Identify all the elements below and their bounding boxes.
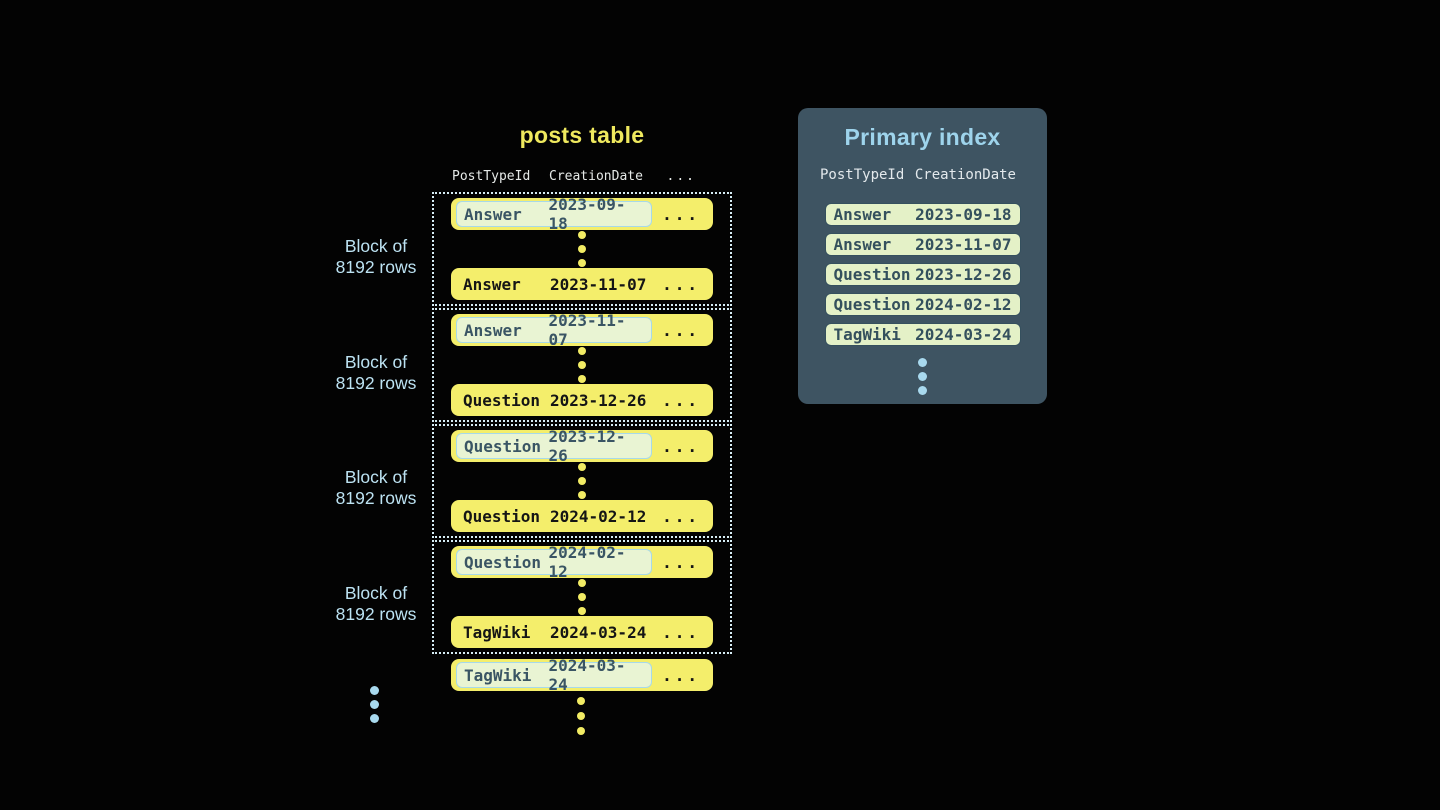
primary-index-panel: Primary index PostTypeId CreationDate An… [798,108,1047,404]
cell-creationdate: 2023-12-26 [915,265,1012,284]
cell-creationdate: 2024-02-12 [915,295,1012,314]
cell-posttypeid: Answer [463,274,521,294]
cell-posttypeid: Answer [464,320,522,340]
cell-creationdate: 2024-02-12 [548,543,626,581]
primary-index-rows: Answer 2023-09-18 Answer 2023-11-07 Ques… [798,203,1047,346]
cell-creationdate: 2024-03-24 [550,622,647,642]
cell-posttypeid: Answer [833,235,892,254]
block-label-line1: Block of [344,236,408,256]
cell-posttypeid: Question [833,265,911,284]
cell-more: ... [662,665,700,685]
cell-more: ... [662,622,700,642]
cell-more: ... [662,436,700,456]
cell-creationdate: 2023-09-18 [915,205,1012,224]
cell-posttypeid: Question [463,390,541,410]
row-ellipsis-icon [451,231,713,267]
block-1-label: Block of 8192 rows [310,236,442,278]
block-3-label: Block of 8192 rows [310,467,442,509]
column-header-more: ... [666,168,696,184]
indexed-row-highlight: Answer 2023-11-07 [456,311,652,349]
block-label-line1: Block of [344,583,408,603]
cell-more: ... [662,274,700,294]
index-entry: Question 2024-02-12 [824,293,1021,316]
cell-posttypeid: Question [833,295,911,314]
table-row-overflow: TagWiki 2024-03-24 ... [451,656,713,694]
cell-creationdate: 2023-11-07 [548,311,626,349]
cell-more: ... [662,552,700,572]
cell-creationdate: 2024-03-24 [548,656,626,694]
cell-creationdate: 2023-12-26 [550,390,647,410]
more-blocks-ellipsis-icon [370,686,379,723]
primary-index-column-headers: PostTypeId CreationDate [798,167,1047,183]
block-3: Question 2023-12-26 ... Question 2024-02… [432,424,732,538]
block-4-label: Block of 8192 rows [310,583,442,625]
row-ellipsis-icon [451,463,713,499]
index-entry: Answer 2023-11-07 [824,233,1021,256]
cell-posttypeid: TagWiki [833,325,901,344]
cell-posttypeid: Question [463,506,541,526]
cell-creationdate: 2024-03-24 [915,325,1012,344]
cell-posttypeid: Answer [833,205,892,224]
index-entry: TagWiki 2024-03-24 [824,323,1021,346]
cell-creationdate: 2023-11-07 [915,235,1012,254]
block-label-line2: 8192 rows [335,488,417,508]
column-header-posttypeid: PostTypeId [820,167,905,183]
block-label-line1: Block of [344,352,408,372]
table-row: TagWiki 2024-03-24 ... [451,616,713,648]
cell-creationdate: 2023-12-26 [548,427,626,465]
index-entry: Question 2023-12-26 [824,263,1021,286]
more-rows-ellipsis-icon [577,697,585,735]
table-row: Question 2023-12-26 ... [451,427,713,465]
table-row: Answer 2023-09-18 ... [451,195,713,233]
block-4: Question 2024-02-12 ... TagWiki 2024-03-… [432,540,732,654]
table-row: Question 2023-12-26 ... [451,384,713,416]
row-ellipsis-icon [451,347,713,383]
primary-index-title: Primary index [844,124,1001,150]
block-label-line1: Block of [344,467,408,487]
table-row: Question 2024-02-12 ... [451,543,713,581]
table-row: Question 2024-02-12 ... [451,500,713,532]
indexed-row-highlight: Question 2024-02-12 [456,543,652,581]
column-header-posttypeid: PostTypeId [452,168,531,184]
cell-creationdate: 2023-11-07 [550,274,647,294]
cell-creationdate: 2024-02-12 [550,506,647,526]
table-row: Answer 2023-11-07 ... [451,268,713,300]
cell-posttypeid: Answer [464,204,522,224]
row-ellipsis-icon [451,579,713,615]
block-1: Answer 2023-09-18 ... Answer 2023-11-07 … [432,192,732,306]
posts-table-column-headers: PostTypeId CreationDate ... [451,166,713,186]
more-index-entries-ellipsis-icon [798,358,1047,395]
cell-creationdate: 2023-09-18 [548,195,626,233]
block-2-label: Block of 8192 rows [310,352,442,394]
block-label-line2: 8192 rows [335,257,417,277]
column-header-creationdate: CreationDate [549,168,643,184]
column-header-creationdate: CreationDate [914,167,1016,183]
index-entry: Answer 2023-09-18 [824,203,1021,226]
cell-more: ... [662,204,700,224]
table-row: Answer 2023-11-07 ... [451,311,713,349]
indexed-row-highlight: Question 2023-12-26 [456,427,652,465]
indexed-row-highlight: TagWiki 2024-03-24 [456,656,652,694]
cell-posttypeid: Question [464,552,542,572]
block-2: Answer 2023-11-07 ... Question 2023-12-2… [432,308,732,422]
cell-more: ... [662,506,700,526]
block-label-line2: 8192 rows [335,604,417,624]
indexed-row-highlight: Answer 2023-09-18 [456,195,652,233]
cell-posttypeid: TagWiki [464,665,532,685]
posts-table-title: posts table [519,122,645,148]
cell-more: ... [662,320,700,340]
cell-posttypeid: Question [464,436,542,456]
cell-posttypeid: TagWiki [463,622,531,642]
cell-more: ... [662,390,700,410]
block-label-line2: 8192 rows [335,373,417,393]
